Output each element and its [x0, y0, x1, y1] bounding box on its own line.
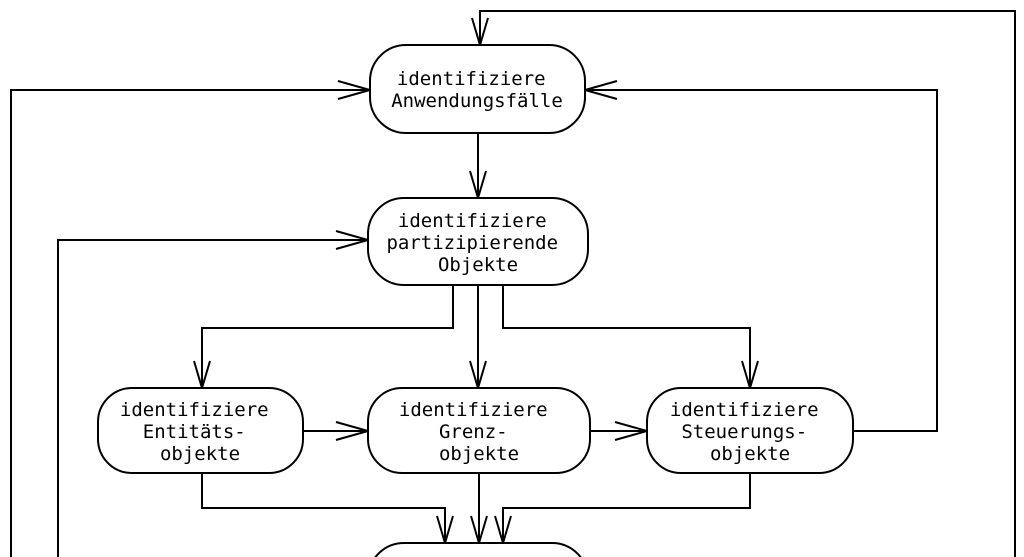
- node-label-line: Objekte: [438, 254, 518, 276]
- node-identifiziere-steuerungsobjekte: identifiziere Steuerungs- objekte: [646, 387, 854, 474]
- node-label-line: objekte: [710, 443, 790, 465]
- node-label: identifiziere Steuerungs- objekte: [670, 399, 830, 465]
- node-label-line: objekte: [439, 443, 519, 465]
- node-shape: [374, 542, 582, 557]
- node-label-line: objekte: [160, 443, 240, 465]
- node-bottom-partial: [374, 542, 582, 557]
- node-label-line: Grenz-: [439, 421, 508, 443]
- edge-entitaets-to-bottom: [201, 473, 446, 543]
- edge-feedback-outer-left: [10, 89, 370, 557]
- edge-partizipierende-to-entitaets: [201, 285, 454, 388]
- node-label: identifiziere Anwendungsfälle: [391, 68, 563, 112]
- node-label-line: partizipierende: [386, 232, 558, 254]
- node-label-line: Anwendungsfälle: [391, 90, 563, 112]
- node-shape: [97, 387, 304, 474]
- node-label: identifiziere Entitäts- objekte: [120, 399, 280, 465]
- node-label-line: identifiziere: [398, 210, 547, 232]
- node-identifiziere-anwendungsfaelle: identifiziere Anwendungsfälle: [369, 44, 586, 134]
- node-shape: [369, 44, 586, 134]
- node-label-line: identifiziere: [120, 399, 269, 421]
- edge-partizipierende-to-steuerungs: [502, 285, 751, 388]
- node-identifiziere-entitaetsobjekte: identifiziere Entitäts- objekte: [97, 387, 304, 474]
- node-label-line: Entitäts-: [143, 421, 246, 443]
- node-label-line: identifiziere: [399, 399, 548, 421]
- node-shape: [646, 387, 854, 474]
- node-shape: [367, 197, 589, 286]
- edge-feedback-inner-left: [57, 239, 368, 557]
- node-label-line: identifiziere: [397, 68, 546, 90]
- node-label-line: identifiziere: [670, 399, 819, 421]
- node-shape: [367, 387, 591, 474]
- node-label: identifiziere Grenz- objekte: [399, 399, 559, 465]
- edge-steuerungs-to-anwendungsfaelle: [585, 89, 938, 432]
- node-label-line: Steuerungs-: [681, 421, 807, 443]
- edge-steuerungs-to-bottom: [502, 473, 751, 543]
- node-identifiziere-grenzobjekte: identifiziere Grenz- objekte: [367, 387, 591, 474]
- edge-feedback-top-right: [479, 10, 1016, 557]
- node-identifiziere-partizipierende-objekte: identifiziere partizipierende Objekte: [367, 197, 589, 286]
- node-label: identifiziere partizipierende Objekte: [386, 210, 569, 276]
